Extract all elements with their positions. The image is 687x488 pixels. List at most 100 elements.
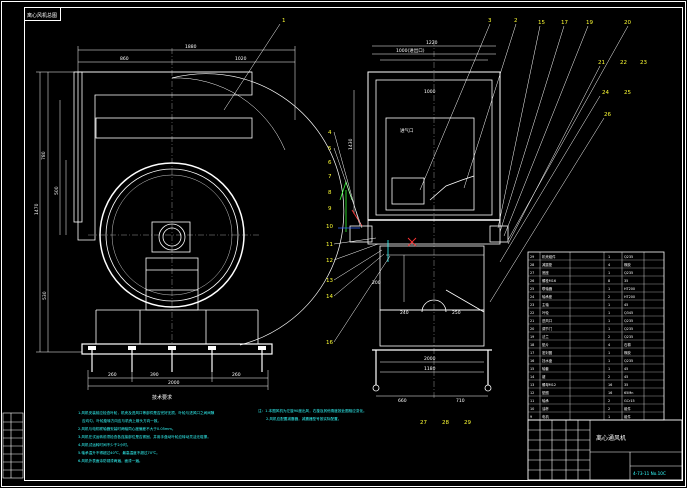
table-cell-mat: HT200 (624, 295, 635, 299)
side-dim-foot-left: 660 (398, 398, 407, 404)
table-cell-no: 21 (530, 319, 534, 323)
side-label-inner: 进气口 (400, 127, 414, 134)
side-dimensions: 1220 1000(进出口) 1000 进气口 1430 200 240 200… (348, 40, 465, 404)
balloon-8: 8 (328, 190, 332, 196)
table-cell-name: 电机 (542, 414, 549, 419)
table-cell-name: 螺栓M16 (542, 278, 556, 283)
balloon-29: 29 (464, 420, 471, 426)
table-cell-name: 键 (542, 374, 546, 379)
side-dim-inset: 250 (452, 310, 461, 316)
balloon-16: 16 (326, 340, 333, 346)
balloon-9: 9 (328, 206, 332, 212)
table-cell-name: 轴承座 (542, 294, 553, 299)
front-view (36, 46, 345, 390)
table-cell-name: 机壳组件 (542, 254, 556, 259)
table-cell-name: 油杯 (542, 406, 549, 411)
table-cell-mat: 石棉 (624, 342, 631, 347)
table-cell-qty: 2 (608, 335, 610, 339)
table-cell-name: 联轴器 (542, 286, 553, 291)
table-cell-name: 垫片 (542, 342, 549, 347)
table-cell-no: 9 (530, 415, 532, 419)
table-cell-no: 24 (530, 295, 534, 299)
volute-casing (171, 73, 345, 346)
table-cell-name: 底座 (542, 270, 549, 275)
dim-left-1: 780 (41, 151, 47, 160)
table-cell-no: 13 (530, 383, 534, 387)
outlet-duct (77, 71, 253, 241)
table-cell-qty: 1 (608, 287, 610, 291)
balloon-2: 2 (514, 18, 518, 24)
dim-sub-left: 860 (120, 56, 129, 62)
table-cell-mat: 组件 (624, 406, 631, 411)
side-note-2: 2.风机应配置减震器，减震器型号按实际配置。 (266, 416, 341, 421)
leader-lines (223, 23, 629, 343)
table-cell-mat: Q345 (624, 311, 633, 315)
side-dim-left: 1430 (348, 138, 354, 150)
table-cell-mat: GCr15 (624, 399, 635, 403)
title-block (527, 419, 683, 481)
note-line-4: 3.风机在试运转前须检查各连接部位是否紧固，并用手盘动叶轮应转动灵活无碰擦。 (78, 434, 211, 439)
balloon-10: 10 (326, 224, 333, 230)
table-cell-no: 22 (530, 311, 534, 315)
side-dim-bot-2: 1180 (424, 366, 436, 372)
table-cell-mat: 橡胶 (624, 262, 631, 267)
dim-bot-2: 390 (150, 372, 159, 378)
table-cell-mat: HT200 (624, 287, 635, 291)
dim-bot-total: 2000 (168, 380, 180, 386)
table-cell-no: 11 (530, 399, 534, 403)
side-dim-top-sub: 1000(进出口) (396, 47, 425, 54)
table-cell-qty: 2 (608, 295, 610, 299)
table-cell-name: 进风口 (542, 318, 552, 323)
table-cell-qty: 1 (608, 359, 610, 363)
table-cell-name: 调节门 (542, 326, 553, 331)
table-cell-qty: 1 (608, 319, 610, 323)
balloon-1: 1 (282, 18, 286, 24)
table-cell-qty: 1 (608, 367, 610, 371)
table-cell-mat: 35 (624, 279, 628, 283)
table-cell-no: 17 (530, 351, 534, 355)
inner-frame (24, 7, 683, 481)
balloon-11: 11 (326, 242, 333, 248)
table-cell-no: 23 (530, 303, 534, 307)
table-cell-name: 法兰 (542, 334, 549, 339)
side-dim-mid-1: 200 (372, 280, 381, 286)
base-frame (81, 343, 273, 355)
balloon-27: 27 (420, 420, 427, 426)
balloon-14: 14 (326, 294, 333, 300)
balloon-4: 4 (328, 130, 332, 136)
table-cell-qty: 16 (608, 383, 612, 387)
table-cell-qty: 1 (608, 351, 610, 355)
side-view (349, 40, 509, 400)
table-cell-name: 轴套 (542, 366, 549, 371)
table-cell-no: 14 (530, 375, 534, 379)
corner-tag-box (24, 7, 61, 21)
balloon-12: 12 (326, 258, 333, 264)
table-cell-qty: 4 (608, 263, 610, 267)
table-cell-qty: 1 (608, 271, 610, 275)
balloon-26: 26 (604, 112, 611, 118)
note-line-1: 1.风机安装前应检查叶轮，机壳及进风口等部件是否完好无损，叶轮与进风口之间间隙 (78, 410, 215, 415)
side-fittings (338, 180, 417, 262)
balloon-3: 3 (488, 18, 492, 24)
note-line-5: 4.风机试运转时间不少于2小时。 (78, 442, 130, 447)
table-cell-mat: Q235 (624, 319, 633, 323)
table-cell-qty: 1 (608, 303, 610, 307)
balloon-28: 28 (442, 420, 449, 426)
side-dim-inner: 1000 (424, 89, 436, 95)
front-dimensions: 1880 860 1020 780 1470 500 530 260 390 2… (34, 44, 247, 386)
table-cell-name: 密封圈 (542, 350, 553, 355)
table-cell-qty: 2 (608, 375, 610, 379)
table-cell-qty: 8 (608, 279, 610, 283)
table-cell-qty: 1 (608, 311, 610, 315)
inlet-box (385, 117, 475, 211)
table-cell-no: 18 (530, 343, 534, 347)
table-cell-qty: 4 (608, 343, 610, 347)
balloon-23: 23 (640, 60, 647, 66)
title-block-drawing-no: 4-73-11 No.10C (633, 471, 666, 476)
table-cell-name: 主轴 (542, 302, 549, 307)
side-dim-mid-2: 240 (400, 310, 409, 316)
table-cell-no: 20 (530, 327, 534, 331)
table-cell-name: 叶轮 (542, 310, 549, 315)
table-cell-mat: Q235 (624, 255, 633, 259)
